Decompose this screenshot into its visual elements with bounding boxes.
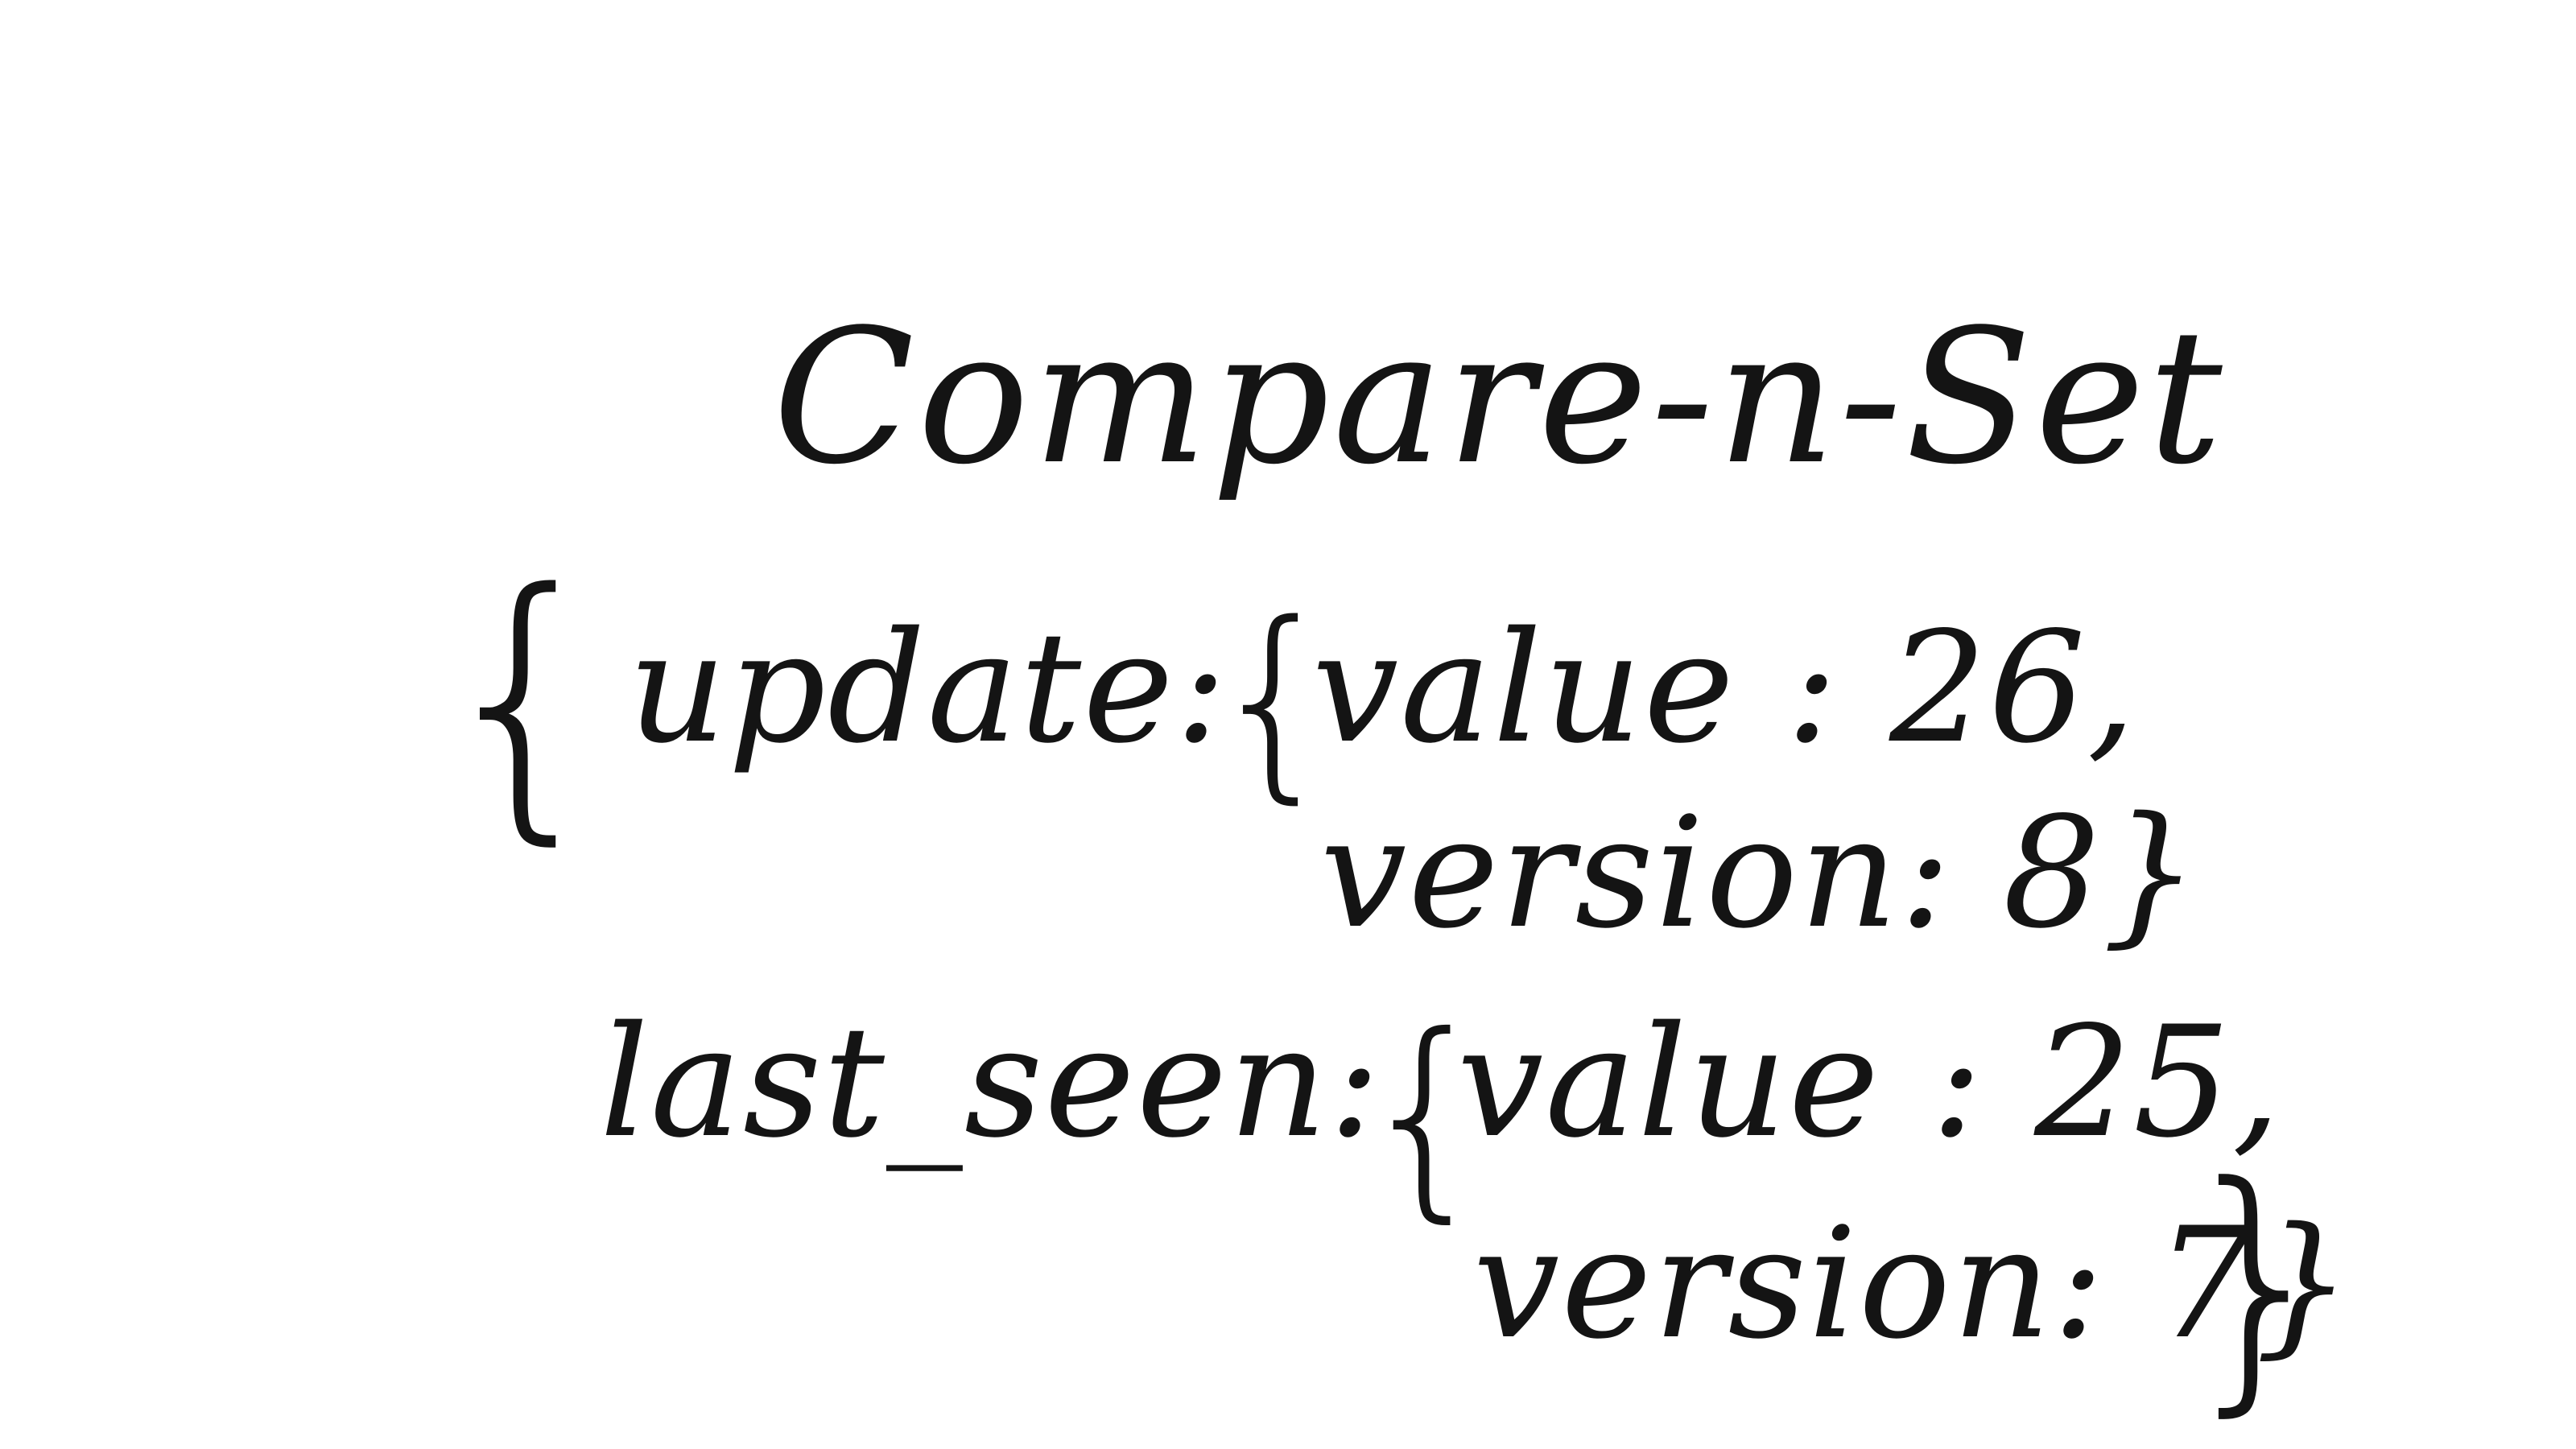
outer-open-brace: {: [431, 531, 617, 869]
outer-close-brace: }: [2174, 1129, 2344, 1439]
update-version-line: version: 8}: [1320, 784, 2201, 962]
update-key: update:: [628, 599, 1228, 777]
last-seen-open-brace: {: [1356, 988, 1496, 1241]
page-title: Compare-n-Set: [773, 291, 2226, 506]
update-open-brace: {: [1208, 579, 1343, 822]
update-value-line: value : 26,: [1312, 599, 2138, 777]
last-seen-value-line: value : 25,: [1457, 993, 2283, 1171]
last-seen-key: last_seen:: [600, 993, 1382, 1171]
last-seen-version-line: version: 7}: [1473, 1195, 2354, 1373]
